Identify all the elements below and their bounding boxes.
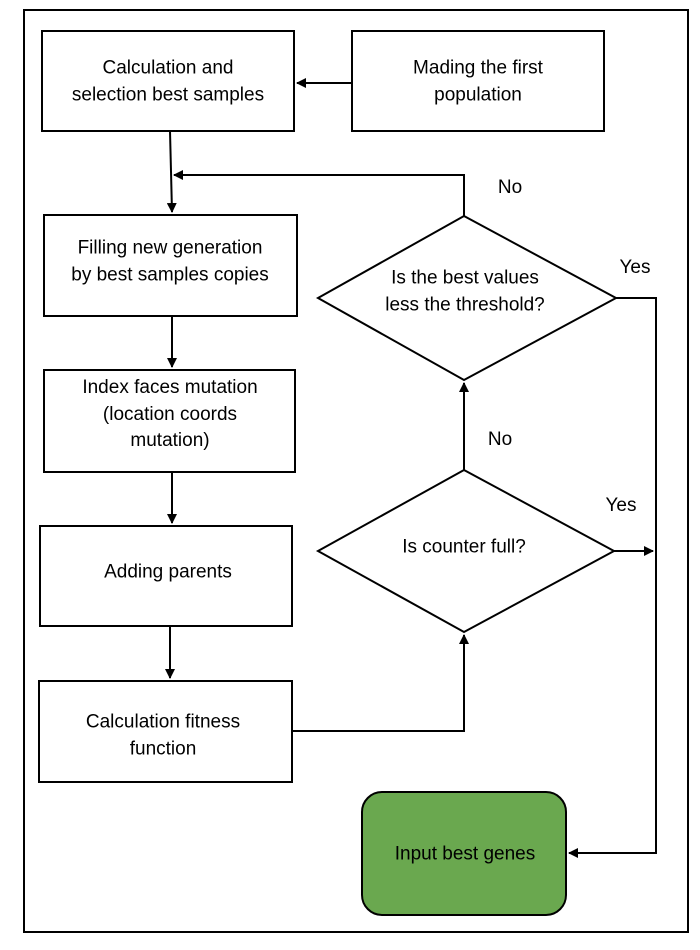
arrow-threshold-no-loop xyxy=(173,170,465,216)
calc-fitness-box xyxy=(38,680,293,783)
counter-decision-diamond xyxy=(315,468,617,634)
adding-parents-box xyxy=(39,525,293,627)
input-best-genes-box xyxy=(361,791,567,916)
filling-generation-box xyxy=(43,214,298,317)
arrow-threshold-yes-to-output xyxy=(568,297,657,858)
arrow-selection-to-filling xyxy=(166,130,177,213)
threshold-decision-diamond xyxy=(315,214,619,382)
index-mutation-box xyxy=(43,369,296,473)
outer-frame xyxy=(23,9,689,933)
calc-selection-box xyxy=(41,30,295,132)
arrow-fitness-to-counter xyxy=(292,634,469,732)
first-population-box xyxy=(351,30,605,132)
